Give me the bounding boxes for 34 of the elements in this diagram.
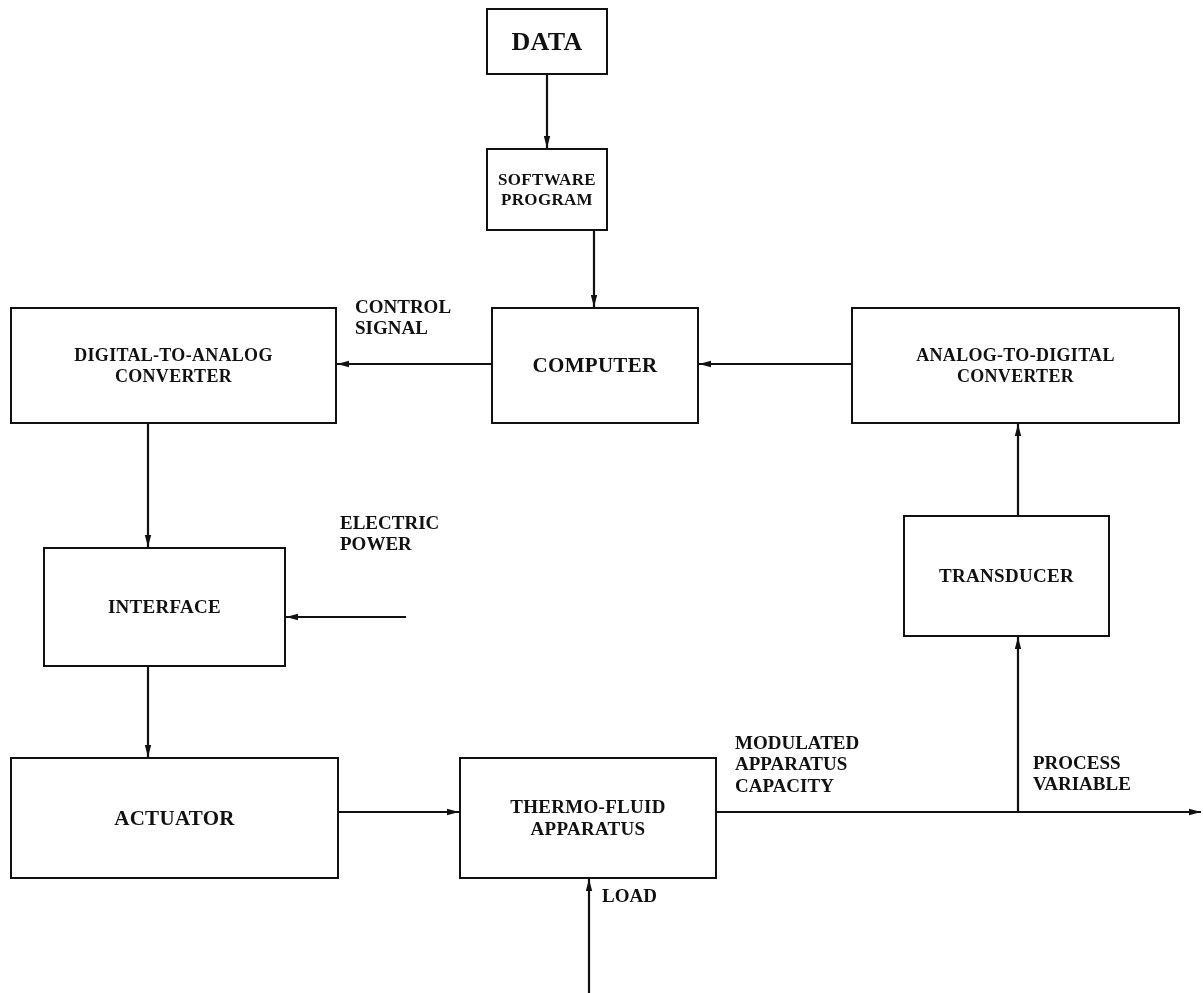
edge-label: LOAD [602, 885, 657, 907]
box-label: DIGITAL-TO-ANALOG CONVERTER [73, 344, 274, 387]
process-box [43, 547, 286, 667]
arrow [1014, 424, 1022, 515]
arrow [717, 637, 1022, 814]
box-label: THERMO-FLUID APPARATUS [509, 796, 667, 840]
process-box [851, 307, 1180, 424]
edge-label: PROCESS VARIABLE [1033, 752, 1131, 795]
arrow [585, 879, 593, 993]
arrow [339, 808, 459, 816]
process-box [486, 148, 608, 231]
arrow [144, 667, 152, 757]
process-box [459, 757, 717, 879]
box-label: ANALOG-TO-DIGITAL CONVERTER [915, 344, 1116, 387]
box-label: ACTUATOR [114, 805, 235, 831]
arrow [337, 360, 491, 368]
box-label: INTERFACE [107, 596, 222, 618]
arrow [699, 360, 851, 368]
edge-label: ELECTRIC POWER [340, 512, 440, 555]
arrow [590, 231, 598, 307]
process-box [903, 515, 1110, 637]
process-box [491, 307, 699, 424]
process-box [10, 307, 337, 424]
edge-label: CONTROL SIGNAL [355, 296, 452, 339]
box-label: SOFTWARE PROGRAM [497, 169, 597, 210]
box-label: TRANSDUCER [939, 565, 1074, 587]
arrow [543, 75, 551, 148]
arrow [144, 424, 152, 547]
process-box [486, 8, 608, 75]
edge-label: MODULATED APPARATUS CAPACITY [735, 732, 860, 796]
box-label: COMPUTER [532, 353, 658, 378]
process-box [10, 757, 339, 879]
arrow [286, 613, 406, 621]
box-label: DATA [511, 26, 583, 57]
